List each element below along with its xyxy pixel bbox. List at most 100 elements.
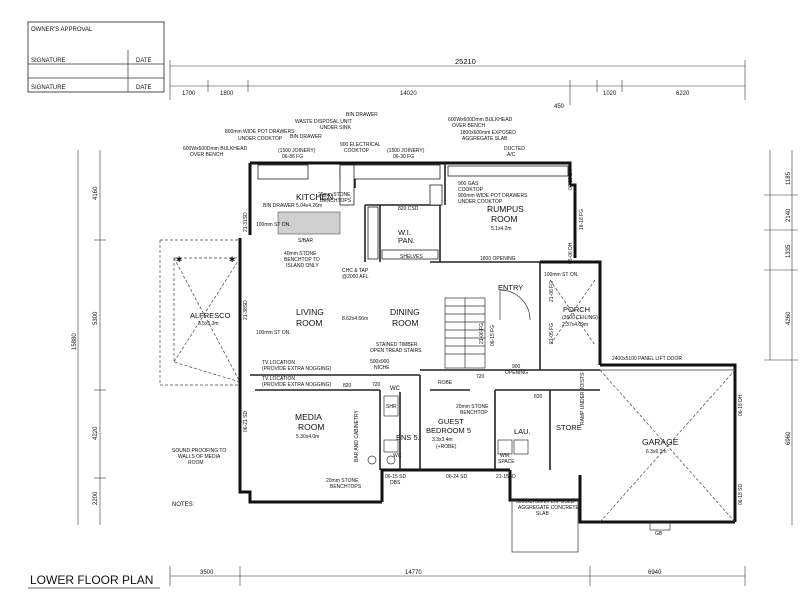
dim-left-4: 2200 xyxy=(93,491,99,505)
note-over-bench-left: OVER BENCH xyxy=(190,152,223,158)
svg-text:✱: ✱ xyxy=(176,255,183,264)
note-std-2: 100mm ST ON. xyxy=(256,330,291,336)
dining-size: 8.62x4.66m xyxy=(342,316,368,322)
note-shower: SHR xyxy=(386,404,397,410)
note-stair-open: OPEN TREAD STAIRS xyxy=(370,348,422,354)
media-label-2: ROOM xyxy=(298,422,324,432)
note-island-only: ISLAND ONLY xyxy=(286,263,319,269)
note-fg-l: 06-15 FG xyxy=(490,325,496,346)
note-720b: 720 xyxy=(476,374,485,380)
guest-label-2: BEDROOM 5 xyxy=(426,426,471,435)
dim-left-3: 4220 xyxy=(93,426,99,440)
note-fg-k: 21-05 FG xyxy=(549,323,555,344)
dim-top-3: 14020 xyxy=(400,91,417,97)
note-820b: 820 xyxy=(534,394,543,400)
dim-top-2: 1800 xyxy=(220,91,234,97)
garage-details xyxy=(511,369,736,553)
note-niche-2: NICHE xyxy=(374,365,390,371)
interior-walls xyxy=(250,163,600,470)
note-ducted: DUCTED xyxy=(504,146,525,152)
note-bin-drawer-top: BIN DRAWER xyxy=(346,112,378,118)
dim-bottom-3: 6940 xyxy=(648,570,662,576)
note-bin-drawer-2: BIN DRAWER xyxy=(290,134,322,140)
signature-label-1: SIGNATURE xyxy=(31,58,66,64)
rumpus-label: RUMPUS xyxy=(487,204,524,214)
note-tv-loc-2: TV LOCATION xyxy=(262,376,295,382)
note-fg-right: 06-30 FG xyxy=(393,154,414,160)
entry-label: ENTRY xyxy=(498,283,523,292)
note-stone-bottom: 20mm STONE xyxy=(326,478,359,484)
note-fg-d: 18-18 FG xyxy=(579,209,585,230)
note-fg-j: 21-06 FG xyxy=(549,281,555,302)
notes-label: NOTES: xyxy=(172,502,195,508)
note-under-cooktop-2: UNDER COOKTOP xyxy=(458,199,503,205)
rumpus-size: 5.1x4.2m xyxy=(491,226,512,232)
note-island-bench: BENCHTOP TO xyxy=(284,257,320,263)
note-exposed-bottom-3: SLAB xyxy=(536,511,549,517)
alfresco-size: 3.5x5.3m xyxy=(198,321,219,327)
signature-label-2: SIGNATURE xyxy=(31,85,66,91)
porch-label: PORCH xyxy=(563,305,590,314)
top-dimensions: 25210 1700 1800 14020 1020 6220 450 xyxy=(169,57,746,110)
bathroom-fixtures xyxy=(367,395,529,465)
store-label: STORE xyxy=(556,423,582,432)
note-pot-drawers: 800mm WIDE POT DRAWERS xyxy=(225,129,295,135)
dim-left-total: 15880 xyxy=(72,333,78,350)
note-exposed-slab: 1800x600mm EXPOSED xyxy=(460,130,516,136)
note-bin-drawer-3: BIN DRAWER xyxy=(263,203,295,209)
dim-top-total: 25210 xyxy=(455,57,476,66)
svg-text:✱: ✱ xyxy=(229,255,236,264)
laundry-label: LAU. xyxy=(514,427,531,436)
bottom-dimensions: 3500 14770 6940 xyxy=(169,566,746,586)
note-cooktop-2: COOKTOP xyxy=(458,187,484,193)
living-label-2: ROOM xyxy=(296,318,322,328)
note-island-stone: 40mm STONE xyxy=(284,251,317,257)
note-fg-left: 06-36 FG xyxy=(282,154,303,160)
note-bench-bottom: BENCHTOPS xyxy=(330,484,362,490)
dim-top-4: 1020 xyxy=(603,91,617,97)
note-opening-1800: 1800 OPENING xyxy=(480,256,516,262)
porch-ceiling: (3600 CEILING) xyxy=(562,315,598,321)
note-sound-2: WALLS OF MEDIA xyxy=(178,454,221,460)
garage-size: 6.3x6.3m xyxy=(646,449,667,455)
note-space: SPACE xyxy=(498,459,515,465)
date-label-2: DATE xyxy=(136,85,152,91)
living-label: LIVING xyxy=(296,307,324,317)
kitchen-island xyxy=(277,211,341,235)
plan-title: LOWER FLOOR PLAN xyxy=(30,573,153,587)
note-dbs: DBS xyxy=(390,480,401,486)
note-wm: WM xyxy=(500,453,509,459)
note-joinery-right: (1500 JOINERY) xyxy=(387,148,425,154)
owner-approval-label: OWNER'S APPROVAL xyxy=(31,27,93,33)
note-fg-a: 21-31SD xyxy=(243,212,249,232)
guest-label: GUEST xyxy=(438,417,464,426)
note-stair-timber: STAINED TIMBER xyxy=(376,342,418,348)
note-fg-c: 06-21 SD xyxy=(243,410,249,432)
dim-bottom-2: 14770 xyxy=(405,570,422,576)
dim-right-5: 6960 xyxy=(786,431,792,445)
note-sound-1: SOUND PROOFING TO xyxy=(172,448,226,454)
note-fg-f: 06-18 DH xyxy=(568,168,574,190)
note-tv-nog-2: (PROVIDE EXTRA NOGGING) xyxy=(262,382,332,388)
date-label-1: DATE xyxy=(136,58,152,64)
note-fg-i: 21-15SD xyxy=(496,474,516,480)
note-niche: 500x900 xyxy=(370,359,389,365)
note-fg-g: 06-18 SD xyxy=(738,483,744,505)
ensuite-label: ENS 5. xyxy=(396,433,420,442)
wi-pantry-label-2: PAN. xyxy=(398,236,415,245)
dim-bottom-1: 3500 xyxy=(200,570,214,576)
note-tv-loc-1: TV LOCATION xyxy=(262,360,295,366)
note-stone-bench-k: 20mm STONE xyxy=(318,192,351,198)
note-fg-e: 06-06 DH xyxy=(568,242,574,264)
note-ac: A/C xyxy=(507,152,516,158)
media-label: MEDIA xyxy=(295,412,322,422)
kitchen-fixtures xyxy=(257,164,569,260)
note-bulkhead-right: 600Wx600Dmm BULKHEAD xyxy=(448,117,513,123)
dim-left-1: 4160 xyxy=(93,186,99,200)
dim-top-gap: 450 xyxy=(554,104,565,110)
note-wc-fixture: WC xyxy=(393,453,402,459)
note-720: 720 xyxy=(372,382,381,388)
note-bulkhead-left: 600Wx600Dmm BULKHEAD xyxy=(183,146,248,152)
note-under-sink: UNDER SINK xyxy=(320,125,352,131)
right-dimensions: 1185 2140 1335 4260 6960 xyxy=(764,150,798,525)
